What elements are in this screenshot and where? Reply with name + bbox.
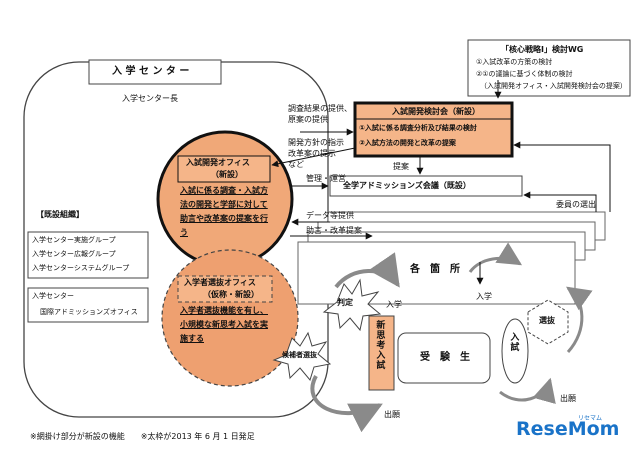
examinee-box [397,332,491,384]
label-candidate: 候補者選抜 [282,351,317,359]
strategy-item-1: ①入試改革の方策の検討 [476,58,553,66]
label-committee: 委員の選出 [556,200,596,209]
existing-group-1: 入学センター実施グループ [32,236,116,244]
selection-office-title: 入学者選抜オフィス [184,278,256,287]
center-head: 入学センター長 [122,94,178,103]
selection-shape [527,299,569,345]
label-data-provision: データ等提供 [306,211,354,220]
existing-office-box [27,287,149,323]
center-title: 入 学 セ ン タ ー [112,66,190,77]
dev-office-body-2: 法の開発と学部に対して [180,200,268,209]
label-draft-provision: 原案の提供 [288,115,328,124]
admissions-council-box [329,175,523,197]
strategy-box [467,39,631,97]
dev-office-subtitle: （新設） [211,170,243,179]
judgment-star [322,278,382,332]
label-admission-top: 入学 [476,292,492,301]
selection-office-body-3: 施する [180,334,204,343]
label-apply-2: 出願 [560,394,576,403]
selection-office-body-1: 入学者選抜機能を有し、 [180,306,268,315]
label-management: 管理・運営 [306,174,346,183]
review-council-item-2: ②入試方法の開発と改革の提案 [359,139,456,147]
existing-office-2: 国際アドミッションズオフィス [40,308,138,316]
label-entrance-exam: 入試 [508,332,519,352]
strategy-item-3: （入試開発オフィス・入試開発検討会の提案） [480,82,627,90]
watermark-logo: ReseMom [516,418,620,440]
label-judgment: 判定 [337,298,353,307]
dev-office-body-1: 入試に係る調査・入試方 [180,186,268,195]
label-dev-policy-2: 改革案の提示 [288,149,336,158]
entrance-exam-ellipse [501,318,529,384]
dev-office-body-3: 助言や改革案の提案を行 [180,214,268,223]
existing-group-3: 入学センターシステムグループ [32,264,130,272]
existing-groups-box [27,231,149,279]
new-thinking-box [368,315,395,391]
admissions-council: 全学アドミッションズ会議（既設） [343,181,471,190]
selection-office-subtitle: （仮称・新設） [203,290,259,299]
label-dev-policy-3: など [288,160,304,169]
label-proposal: 提案 [393,162,409,171]
selection-office-body-2: 小規模な新思考入試を実 [180,320,268,329]
strategy-item-2: ②①の議論に基づく体制の検討 [476,70,573,78]
selection-office-circle [161,249,299,387]
label-apply-1: 出願 [384,410,400,419]
watermark-small: リセマム [578,415,603,422]
label-examinee: 受 験 生 [420,352,470,363]
label-survey-results: 調査結果の提供、 [288,104,352,113]
label-selection: 選抜 [539,316,555,325]
label-advice: 助言・改革提案 [306,226,362,235]
label-dev-policy-1: 開発方針の指示 [288,138,344,147]
footnote: ※網掛け部分が新設の機能 ※太枠が2013 年 6 月 1 日発足 [30,432,255,441]
existing-title: 【既設組織】 [36,210,84,219]
existing-office-1: 入学センター [32,292,74,300]
dev-office-body-4: う [180,228,188,237]
label-departments: 各 箇 所 [410,264,460,275]
review-council-item-1: ①入試に係る調査分析及び結果の検討 [359,124,477,132]
strategy-title: 「核心戦略Ⅰ」検討WG [501,45,584,54]
existing-group-2: 入学センター広報グループ [32,250,116,258]
dev-office-circle [156,130,294,268]
label-new-thinking: 新思考入試 [374,320,385,370]
center-title-box [88,59,222,85]
candidate-star [272,331,332,382]
dev-office-title: 入試開発オフィス [186,158,250,167]
review-council-title: 入試開発検討会（新設） [392,107,480,116]
label-admission-mid: 入学 [386,300,402,309]
review-council-box [353,101,514,158]
